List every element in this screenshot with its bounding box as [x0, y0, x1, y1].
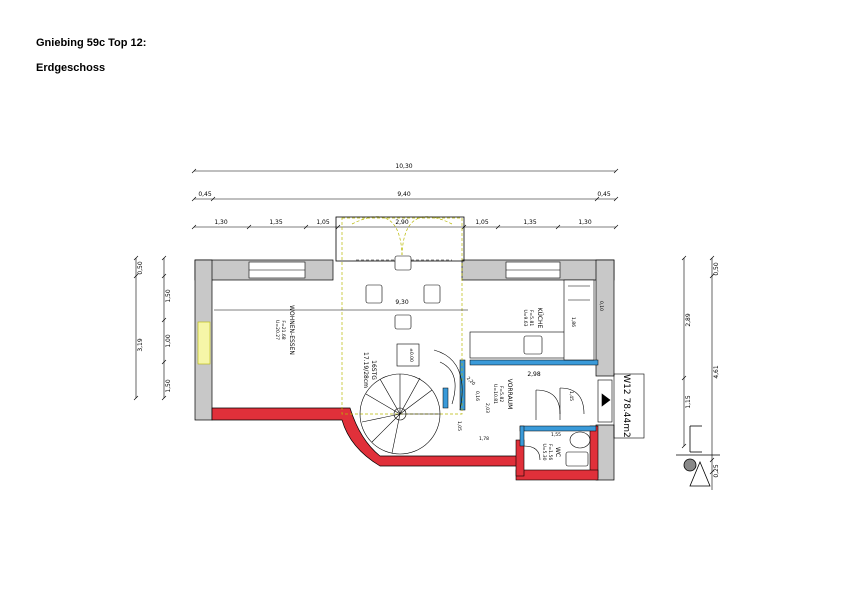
spiral-stair — [359, 349, 463, 455]
floor-subtitle: Erdgeschoss — [36, 62, 106, 74]
dim-seg-5: 1,05 — [475, 219, 489, 226]
room-kitchen-name: KÜCHE — [536, 308, 543, 329]
level-marker: ±0.00 — [408, 348, 414, 362]
left-dimension-chains — [133, 255, 167, 401]
windows — [197, 261, 561, 365]
wc-fixtures — [565, 431, 591, 467]
page-title: Gniebing 59c Top 12: — [36, 37, 147, 49]
level-box — [396, 343, 420, 367]
dim-105: 1,05 — [456, 421, 462, 431]
dim-inner-width: 9,30 — [395, 299, 409, 306]
top-dimension-chains — [191, 168, 619, 230]
right-dimension-chains — [681, 255, 715, 490]
kitchen-counter — [469, 279, 595, 361]
room-living-perimeter: U=20.27 — [274, 320, 280, 340]
dim-left-b: 1,00 — [165, 334, 172, 348]
room-hall-perimeter: U=10.81 — [492, 384, 498, 404]
dim-203: 2,03 — [484, 403, 490, 413]
room-kitchen-perimeter: U=9.63 — [522, 309, 528, 326]
room-kitchen-area: F=5.81 — [528, 310, 534, 327]
dim-seg-7: 1,30 — [578, 219, 592, 226]
dim-right-top: 0,50 — [713, 262, 720, 276]
room-wc-perimeter: U=5.30 — [541, 443, 547, 460]
dim-total: 10,30 — [395, 163, 412, 170]
interior-walls — [442, 359, 599, 447]
dim-middle: 9,40 — [397, 191, 411, 198]
unit-label: W12 78.44m2 — [621, 374, 631, 437]
room-wc-name: WC — [554, 447, 561, 457]
room-wc-area: F=1.56 — [547, 444, 553, 461]
dim-left-total: 3,19 — [137, 338, 144, 352]
fire-wall-bottom — [515, 469, 599, 481]
entrance — [597, 373, 645, 439]
dim-side-right: 0,45 — [597, 191, 611, 198]
dim-left-top: 0,50 — [137, 261, 144, 275]
dim-left-a: 1,50 — [165, 289, 172, 303]
dim-right-a: 2,89 — [685, 313, 692, 327]
dim-left-c: 1,50 — [165, 379, 172, 393]
stair-ratio: 17.19/28cm — [362, 352, 369, 388]
dim-186: 1,86 — [570, 317, 576, 327]
dim-seg-3: 1,05 — [316, 219, 330, 226]
dim-seg-4: 2,90 — [395, 219, 409, 226]
dim-145: 1,45 — [568, 391, 574, 401]
room-hall-area: F=5.82 — [498, 386, 504, 403]
elevation-symbol — [676, 425, 720, 487]
dim-298: 2,98 — [527, 371, 541, 378]
dining-table — [356, 255, 452, 330]
room-hall-name: VORRAUM — [506, 379, 513, 410]
dim-seg-6: 1,35 — [523, 219, 537, 226]
dim-seg-2: 1,35 — [269, 219, 283, 226]
dim-220: 2,20 — [465, 376, 476, 387]
dim-side-left: 0,45 — [198, 191, 212, 198]
dim-178: 1,78 — [479, 436, 489, 442]
dim-right-total: 4,61 — [713, 365, 720, 379]
dim-right-small: 0,25 — [713, 464, 720, 478]
dim-016: 0,16 — [474, 391, 480, 401]
doors — [523, 387, 585, 461]
dim-010: 0,10 — [598, 301, 604, 311]
stair-count: 16STG — [370, 360, 377, 380]
dim-155: 1,55 — [551, 432, 561, 438]
room-living-name: WOHNEN-ESSEN — [288, 305, 295, 355]
room-living-area: F=21.68 — [280, 320, 286, 339]
dim-seg-1: 1,30 — [214, 219, 228, 226]
dim-right-b: 1,15 — [685, 395, 692, 409]
